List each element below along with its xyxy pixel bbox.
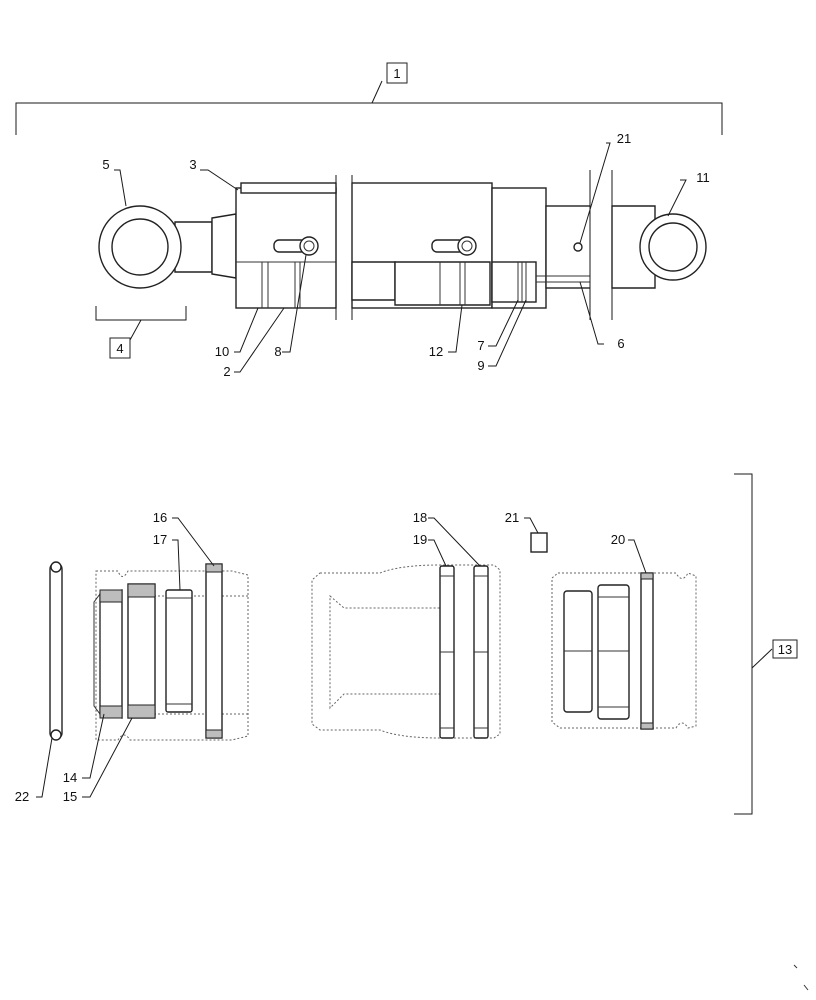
callout-19: 19 (413, 532, 427, 547)
callout-8: 8 (274, 344, 281, 359)
ring-16 (205, 563, 223, 739)
callout-12: 12 (429, 344, 443, 359)
ring-20 (640, 572, 654, 730)
callout-7: 7 (477, 338, 484, 353)
corner-mark (793, 964, 798, 969)
ring-18 (473, 565, 489, 739)
oring-22 (49, 561, 63, 741)
assembly-bracket (15, 62, 723, 135)
ring-19 (439, 565, 455, 739)
callout-4: 4 (116, 341, 123, 356)
callout-11: 11 (696, 170, 710, 185)
cylinder-assembly (98, 170, 707, 326)
callout-16: 16 (153, 510, 167, 525)
callout-17: 17 (153, 532, 167, 547)
callout-22: 22 (15, 789, 29, 804)
seal-right-b (597, 584, 630, 720)
callout-14: 14 (63, 770, 77, 785)
callout-2: 2 (223, 364, 230, 379)
callout-20: 20 (611, 532, 625, 547)
callout-5: 5 (102, 157, 109, 172)
callout-18: 18 (413, 510, 427, 525)
item-13-bracket (734, 473, 798, 815)
callout-6: 6 (617, 336, 624, 351)
callout-13: 13 (778, 642, 792, 657)
item-4-bracket (95, 306, 187, 359)
wiper-14 (93, 589, 123, 719)
leader-lines-bottom (36, 517, 647, 798)
callout-21-top: 21 (617, 131, 631, 146)
seal-right-a (563, 590, 593, 713)
callout-9: 9 (477, 358, 484, 373)
callout-10: 10 (215, 344, 229, 359)
seal-15 (127, 583, 156, 719)
callout-3: 3 (189, 157, 196, 172)
callout-15: 15 (63, 789, 77, 804)
callout-1: 1 (393, 66, 400, 81)
leader-lines-top (114, 142, 687, 373)
callout-21-bottom: 21 (505, 510, 519, 525)
seal-17 (165, 589, 193, 713)
part-21 (530, 532, 548, 553)
